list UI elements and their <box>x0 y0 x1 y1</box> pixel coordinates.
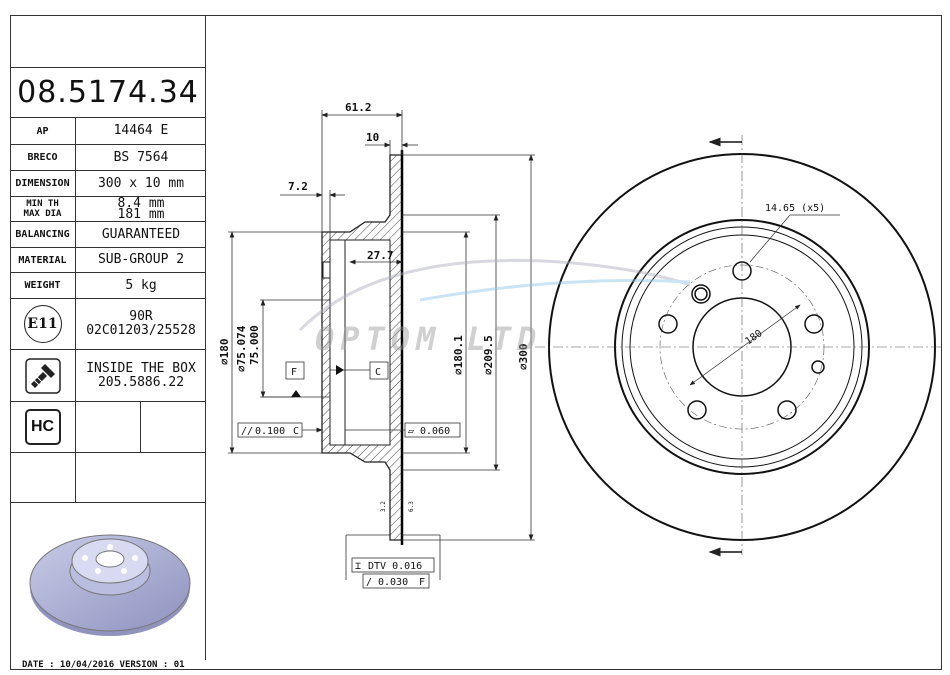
flatness-icon: ▱ <box>408 426 414 437</box>
watermark: OPTOM LTD <box>298 258 691 358</box>
spec-value: 181 mm <box>117 207 165 222</box>
blank-header <box>10 15 206 68</box>
screw-cell <box>10 350 76 402</box>
dia-friction: ⌀209.5 <box>482 335 495 375</box>
spec-value: 5 kg <box>76 273 206 299</box>
approval-cell: 90R 02C01203/25528 <box>76 299 206 350</box>
dia-inner: ⌀180.1 <box>452 335 465 375</box>
spec-label: AP <box>10 118 76 145</box>
dia-bore-max: ⌀75.074 <box>235 325 248 372</box>
spec-label: MAX DIA <box>23 209 62 219</box>
spec-label-pair: MIN TH MAX DIA <box>10 197 76 222</box>
screws-part-number: 205.5886.22 <box>97 374 185 390</box>
spec-label: MATERIAL <box>10 248 76 273</box>
spec-label: BALANCING <box>10 222 76 248</box>
hc-badge: HC <box>24 409 61 445</box>
spec-label: DIMENSION <box>10 171 76 197</box>
tol-runout: 0.030 <box>378 577 408 588</box>
dia-outer: ⌀300 <box>517 344 530 371</box>
spec-value: GUARANTEED <box>76 222 206 248</box>
e11-badge: E11 <box>23 305 62 343</box>
screw-icon <box>24 357 61 394</box>
watermark-text: OPTOM LTD <box>315 320 542 358</box>
hub-hole <box>322 261 331 279</box>
spec-value: 300 x 10 mm <box>76 171 206 197</box>
bolt-hole-spec: 14.65 (x5) <box>765 203 825 214</box>
spec-label: WEIGHT <box>10 273 76 299</box>
approval-number: 02C01203/25528 <box>86 323 196 338</box>
front-view <box>535 135 942 557</box>
dim-hat-depth: 27.7 <box>367 249 394 262</box>
pcd-label: 180 <box>743 328 764 347</box>
dim-thickness: 10 <box>366 131 379 144</box>
dia-bore-min: 75.000 <box>248 325 261 365</box>
approval-code: 90R <box>129 309 153 324</box>
blank-cell <box>10 453 76 503</box>
disc-3d-illustration <box>29 534 191 636</box>
dtv-icon: ⌶ <box>355 561 361 572</box>
dia-hat: ⌀180 <box>218 339 231 366</box>
section-view: 61.2 10 7.2 27.7 ⌀180 ⌀75.074 75.000 ⌀18… <box>218 101 942 589</box>
spec-label: BRECO <box>10 145 76 171</box>
runout-icon: / <box>366 577 372 588</box>
dim-hat-wall: 7.2 <box>288 180 308 193</box>
drawing-frame <box>10 15 942 670</box>
spec-value: 14464 E <box>76 118 206 145</box>
dimension-lines <box>228 110 535 580</box>
e11-cell: E11 <box>10 299 76 350</box>
tol-dtv: DTV 0.016 <box>368 561 422 572</box>
screws-cell: INSIDE THE BOX 205.5886.22 <box>76 350 206 402</box>
datum-c: C <box>375 367 381 378</box>
spec-value-pair: 8.4 mm 181 mm <box>76 197 206 222</box>
tol-parallel-ref: C <box>293 426 299 437</box>
roughness-left: 3.2 <box>380 501 387 512</box>
parallel-icon: // <box>241 426 253 437</box>
spec-table: 08.5174.34 AP 14464 E BRECO BS 7564 DIME… <box>10 15 206 660</box>
spec-value: BS 7564 <box>76 145 206 171</box>
hat-cavity <box>344 239 391 446</box>
dim-total-width: 61.2 <box>345 101 372 114</box>
roughness-right: 6.3 <box>408 501 415 512</box>
spec-value: 8.4 mm <box>117 196 165 211</box>
spec-value: SUB-GROUP 2 <box>76 248 206 273</box>
screws-note: INSIDE THE BOX <box>86 360 196 376</box>
part-number: 08.5174.34 <box>10 68 206 118</box>
blank-cell <box>76 402 141 453</box>
tol-runout-ref: F <box>419 577 425 588</box>
hc-cell: HC <box>10 402 76 453</box>
spec-label: MIN TH <box>26 199 59 209</box>
date-version: DATE : 10/04/2016 VERSION : 01 <box>22 660 185 670</box>
datum-f: F <box>291 367 297 378</box>
blank-cell <box>141 402 206 453</box>
blank-cell <box>76 453 206 503</box>
tol-parallel: 0.100 <box>255 426 285 437</box>
tol-flatness: 0.060 <box>420 426 450 437</box>
